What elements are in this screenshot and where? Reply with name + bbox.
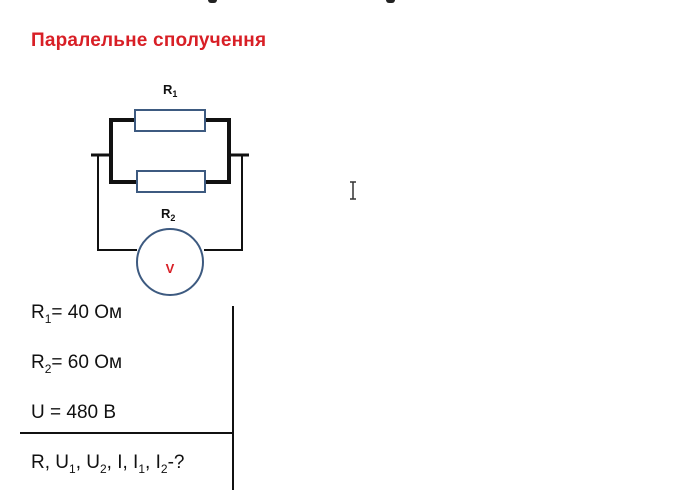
given-divider-horizontal <box>20 432 234 434</box>
wire-bottom-right <box>203 155 231 184</box>
wire-bottom-left <box>109 155 139 184</box>
find-unknowns: R, U1, U2, I, I1, I2-? <box>31 452 185 476</box>
wire-top-left <box>109 118 137 159</box>
text-cursor-icon <box>350 181 356 200</box>
resistor-r2 <box>136 170 206 193</box>
wire-voltmeter-right <box>204 155 243 251</box>
given-divider-vertical <box>232 306 234 490</box>
r1-label: R1 <box>163 82 177 99</box>
voltmeter-label: V <box>166 261 175 276</box>
voltmeter <box>136 228 204 296</box>
given-r2: R2= 60 Ом <box>31 352 123 376</box>
wire-top-right <box>203 118 231 159</box>
wire-voltmeter-left <box>97 155 137 251</box>
cropped-top-text <box>0 0 682 6</box>
given-r1: R1= 40 Ом <box>31 302 123 326</box>
slide-title: Паралельне сполучення <box>31 30 267 51</box>
given-u: U = 480 В <box>31 402 117 423</box>
r2-label: R2 <box>161 206 175 223</box>
resistor-r1 <box>134 109 206 132</box>
